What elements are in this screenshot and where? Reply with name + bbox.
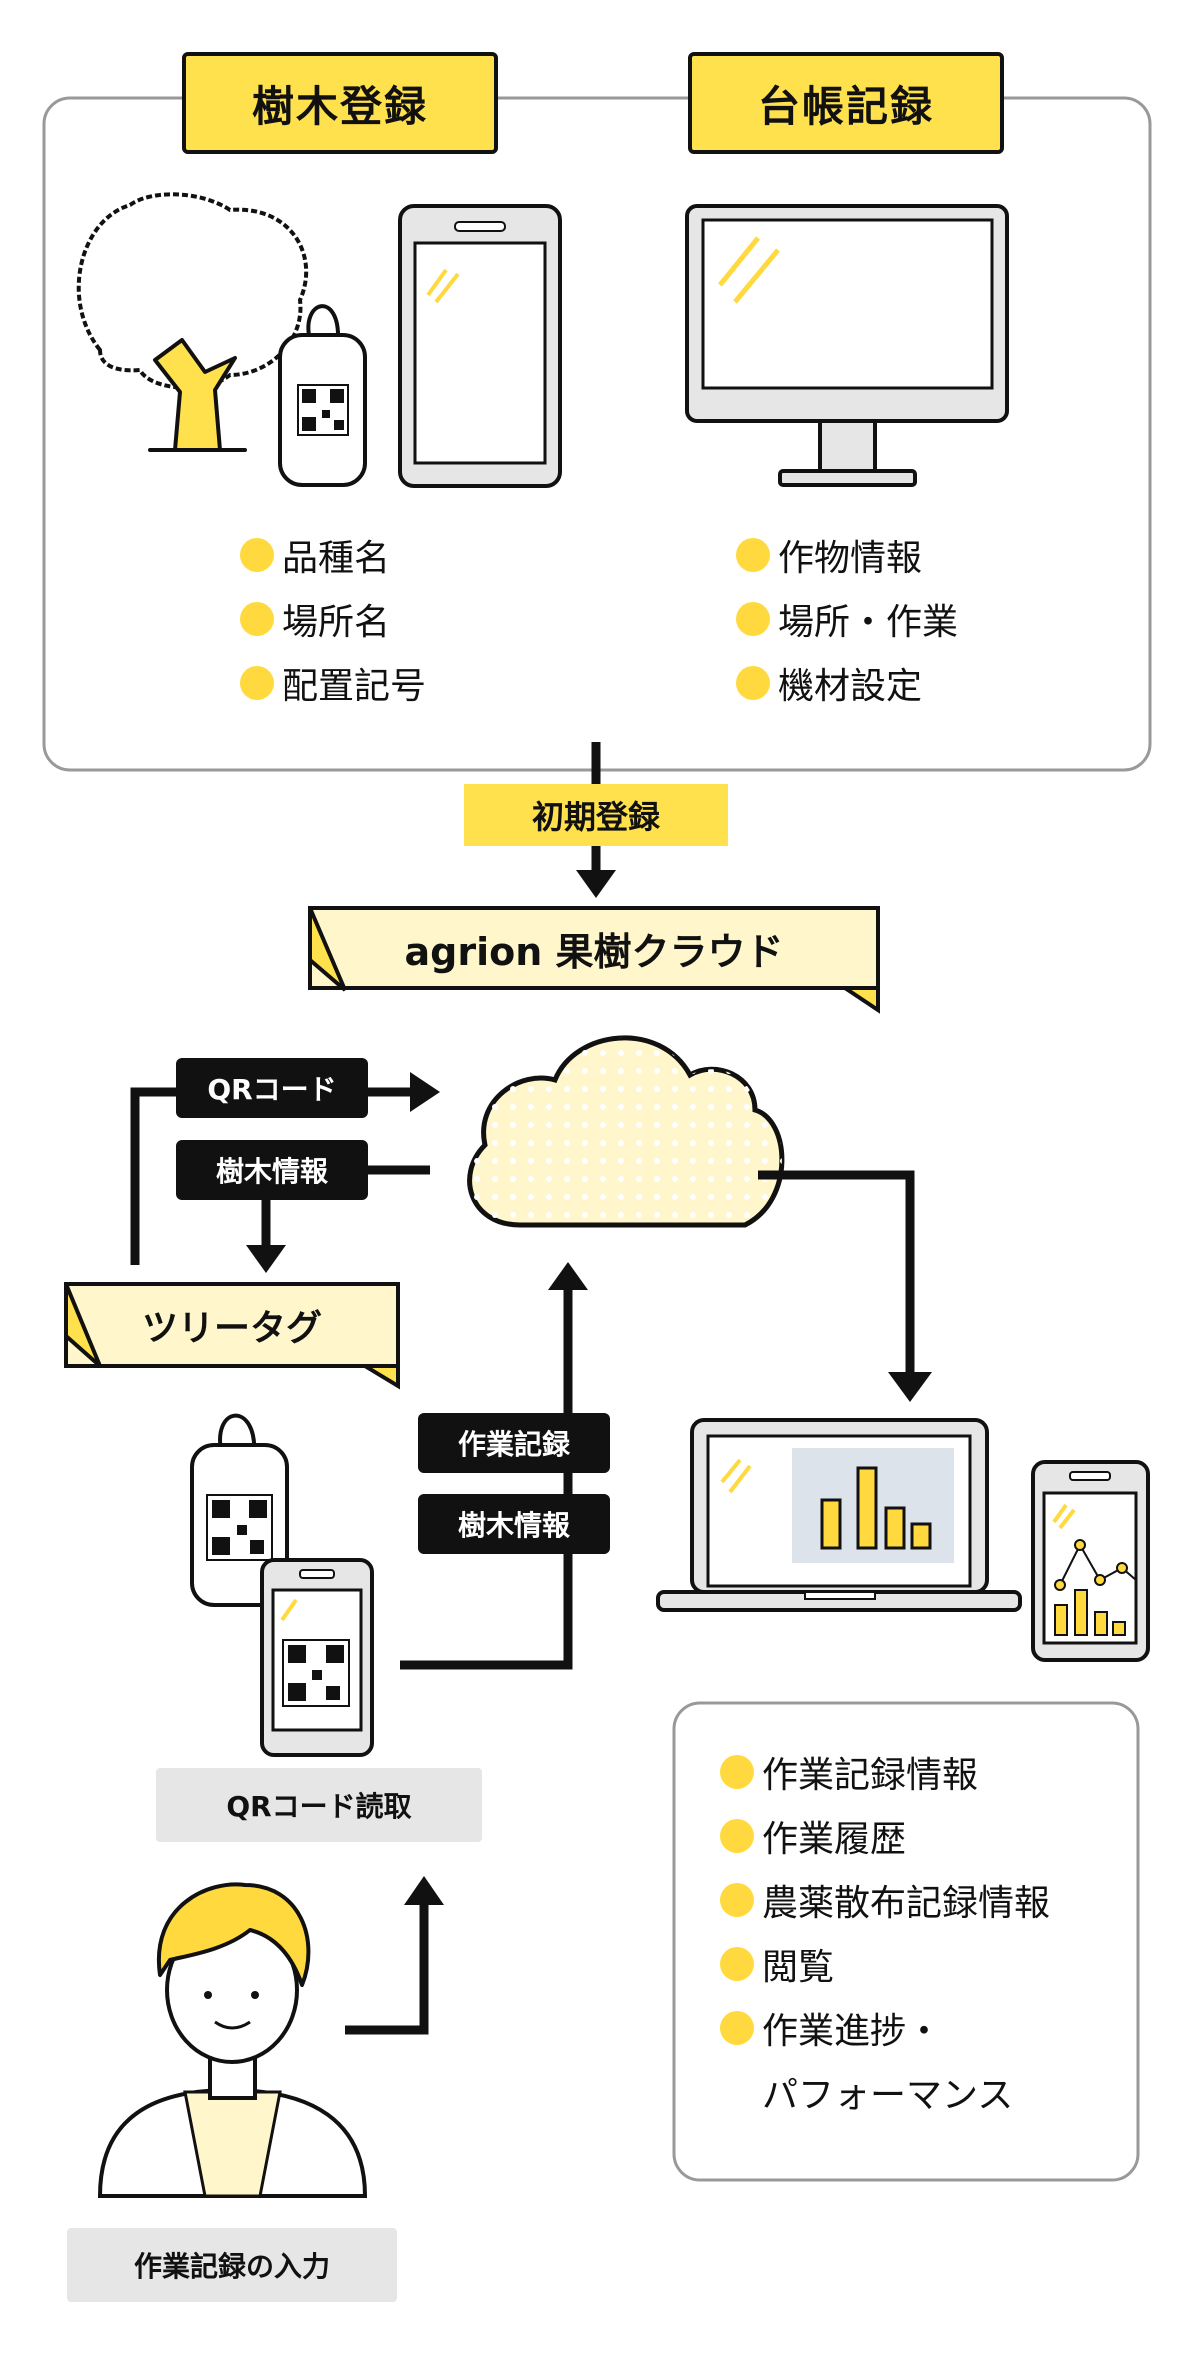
cloud-icon bbox=[467, 1035, 785, 1228]
list-item: 農薬散布記録情報 bbox=[720, 1868, 1050, 1932]
cloud-service-banner bbox=[308, 906, 880, 1014]
tree-info-flow-label: 樹木情報 bbox=[176, 1140, 368, 1200]
tree-registration-title: 樹木登録 bbox=[182, 52, 498, 154]
initial-registration-label: 初期登録 bbox=[464, 784, 728, 846]
list-item: 場所名 bbox=[240, 587, 426, 651]
tree-tag-icon bbox=[278, 304, 367, 487]
list-item-continuation: パフォーマンス bbox=[762, 2075, 1014, 2116]
output-panel bbox=[672, 1701, 1140, 2182]
list-item: 場所・作業 bbox=[736, 587, 958, 651]
list-item: 作業記録情報 bbox=[720, 1740, 1050, 1804]
tree-tag-title: ツリータグ bbox=[141, 1308, 322, 1349]
ledger-record-title: 台帳記録 bbox=[688, 52, 1004, 154]
cloud-service-title: agrion 果樹クラウド bbox=[404, 929, 784, 974]
tree-icon bbox=[76, 192, 309, 452]
smartphone-icon bbox=[398, 204, 562, 488]
output-list: 作業記録情報 作業履歴 農薬散布記録情報 閲覧 作業進捗・ パフォーマンス bbox=[720, 1740, 1050, 2124]
list-item: 作物情報 bbox=[736, 523, 958, 587]
list-item: 作業履歴 bbox=[720, 1804, 1050, 1868]
laptop-chart-icon bbox=[656, 1418, 1022, 1612]
tablet-chart-icon bbox=[1031, 1460, 1150, 1662]
work-record-flow-label: 作業記録 bbox=[418, 1413, 610, 1473]
worker-avatar-icon bbox=[97, 1882, 368, 2198]
list-item: 作業進捗・ bbox=[720, 1996, 1050, 2060]
qr-code-flow-label: QRコード bbox=[176, 1058, 368, 1118]
list-item: 機材設定 bbox=[736, 651, 958, 715]
tree-tag-banner bbox=[64, 1282, 400, 1390]
tree-registration-list: 品種名 場所名 配置記号 bbox=[240, 523, 426, 715]
list-item: 閲覧 bbox=[720, 1932, 1050, 1996]
monitor-icon bbox=[685, 204, 1009, 487]
qr-read-label: QRコード読取 bbox=[156, 1768, 482, 1842]
work-input-label: 作業記録の入力 bbox=[67, 2228, 397, 2302]
phone-qr-icon bbox=[260, 1558, 374, 1757]
list-item: 品種名 bbox=[240, 523, 426, 587]
ledger-record-list: 作物情報 場所・作業 機材設定 bbox=[736, 523, 958, 715]
tree-info-flow-label-2: 樹木情報 bbox=[418, 1494, 610, 1554]
list-item: 配置記号 bbox=[240, 651, 426, 715]
